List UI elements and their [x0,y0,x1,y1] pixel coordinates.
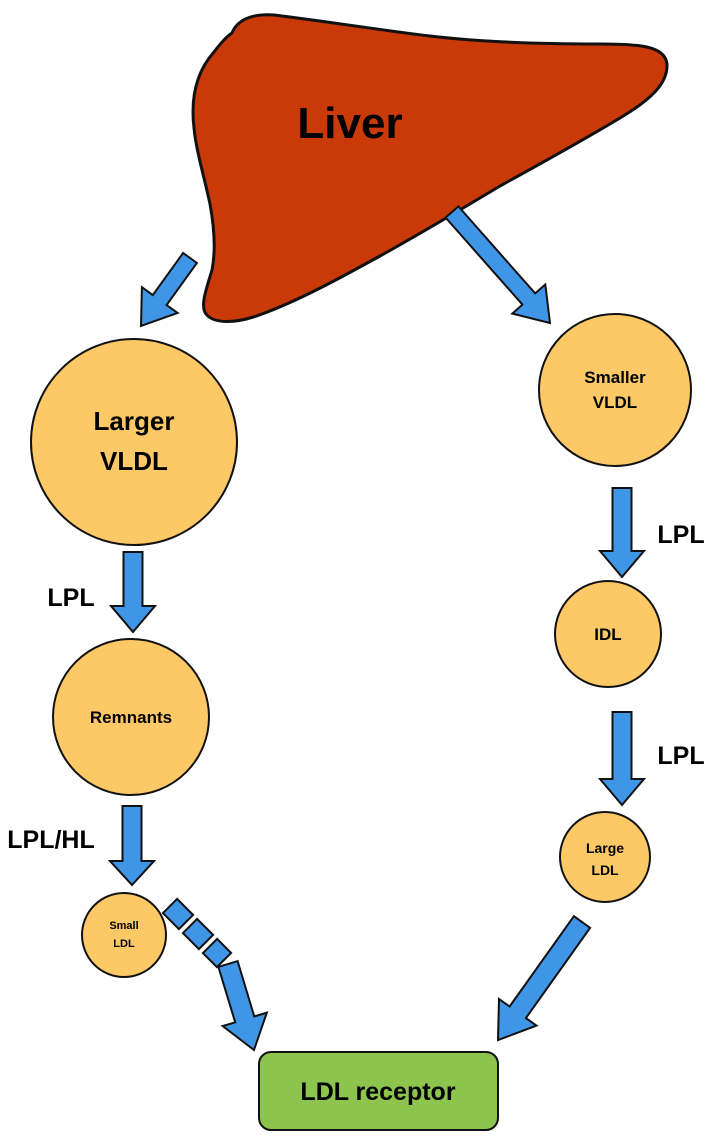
edge-label-idl-to-large-ldl: LPL [657,742,704,770]
liver-to-larger-vldl-arrow [139,251,199,328]
idl-node [554,580,662,688]
larger-vldl-node [30,338,238,546]
liver-shape [191,13,669,323]
small-ldl-label-line2: LDL [113,938,135,950]
idl-label: IDL [594,625,621,644]
small-ldl-to-receptor-dash-1 [161,897,195,931]
edge-label-remnants-to-small-ldl: LPL/HL [7,826,95,854]
ldl-receptor-node [258,1051,499,1131]
remnants-label: Remnants [90,708,172,727]
smaller-vldl-label-line2: VLDL [593,393,637,412]
small-ldl-to-receptor-dash-2 [181,917,215,951]
large-ldl-to-receptor-arrow [496,914,592,1042]
liver-label: Liver [297,99,402,148]
large-ldl-label-line2: LDL [591,862,619,878]
small-ldl-node [81,892,167,978]
idl-to-large-ldl-arrow [597,711,647,807]
large-ldl-node [559,811,651,903]
smaller-vldl-label-line1: Smaller [584,368,646,387]
edge-label-larger-vldl-to-remnants: LPL [47,584,94,612]
remnants-node [52,638,210,796]
small-ldl-to-receptor-arrow-head [217,959,269,1052]
larger-vldl-label-line1: Larger [94,406,175,436]
liver-to-smaller-vldl-arrow [444,204,552,325]
small-ldl-to-receptor-dash-3 [201,937,233,969]
remnants-to-small-ldl-arrow [107,805,157,887]
larger-vldl-label-line2: VLDL [100,446,168,476]
large-ldl-label-line1: Large [586,840,624,856]
larger-vldl-to-remnants-arrow [108,551,158,634]
smaller-vldl-node [538,313,692,467]
arrows-group [107,204,647,1052]
ldl-receptor-label: LDL receptor [300,1078,455,1106]
smaller-vldl-to-idl-arrow [597,487,647,579]
small-ldl-label-line1: Small [109,920,138,932]
edge-label-smaller-vldl-to-idl: LPL [657,521,704,549]
